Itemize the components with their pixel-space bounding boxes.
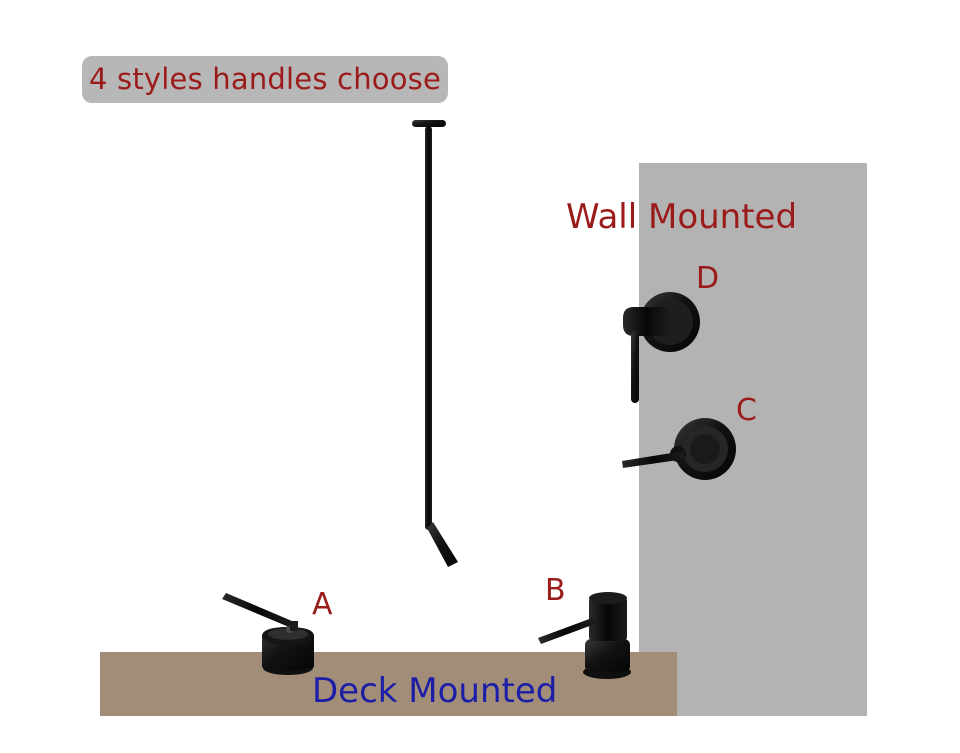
handle-label-a: A bbox=[312, 587, 333, 622]
wall-mounted-label: Wall Mounted bbox=[566, 197, 798, 237]
handle-label-b: B bbox=[545, 573, 566, 608]
deck-mounted-label: Deck Mounted bbox=[312, 671, 558, 711]
deck-panel bbox=[100, 652, 677, 716]
wall-panel bbox=[639, 163, 867, 716]
page-title: 4 styles handles choose bbox=[88, 62, 442, 96]
handle-label-d: D bbox=[696, 261, 720, 296]
handle-label-c: C bbox=[736, 393, 757, 428]
spout-icon bbox=[412, 120, 458, 567]
title-pill: 4 styles handles choose bbox=[82, 56, 448, 103]
